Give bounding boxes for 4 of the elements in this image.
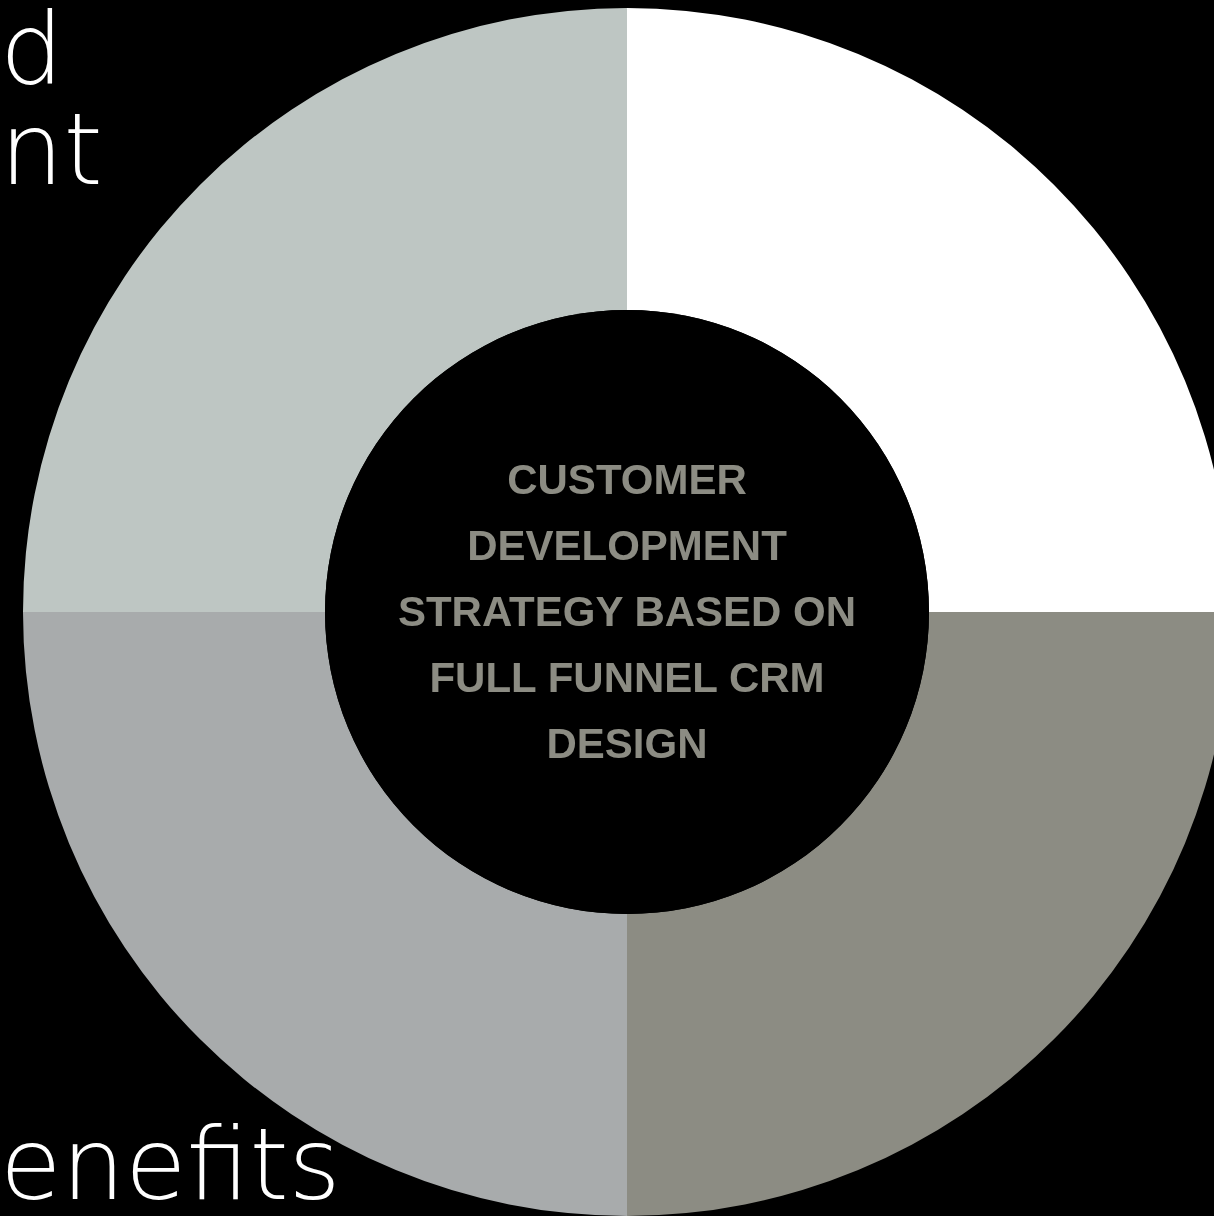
cut-off-text: enefits (0, 1115, 341, 1215)
cut-off-text: nt (0, 100, 103, 200)
cut-off-text: d (0, 0, 64, 100)
center-title: CUSTOMER DEVELOPMENT STRATEGY BASED ON FULL FUNNEL CRM DESIGN (396, 455, 858, 769)
